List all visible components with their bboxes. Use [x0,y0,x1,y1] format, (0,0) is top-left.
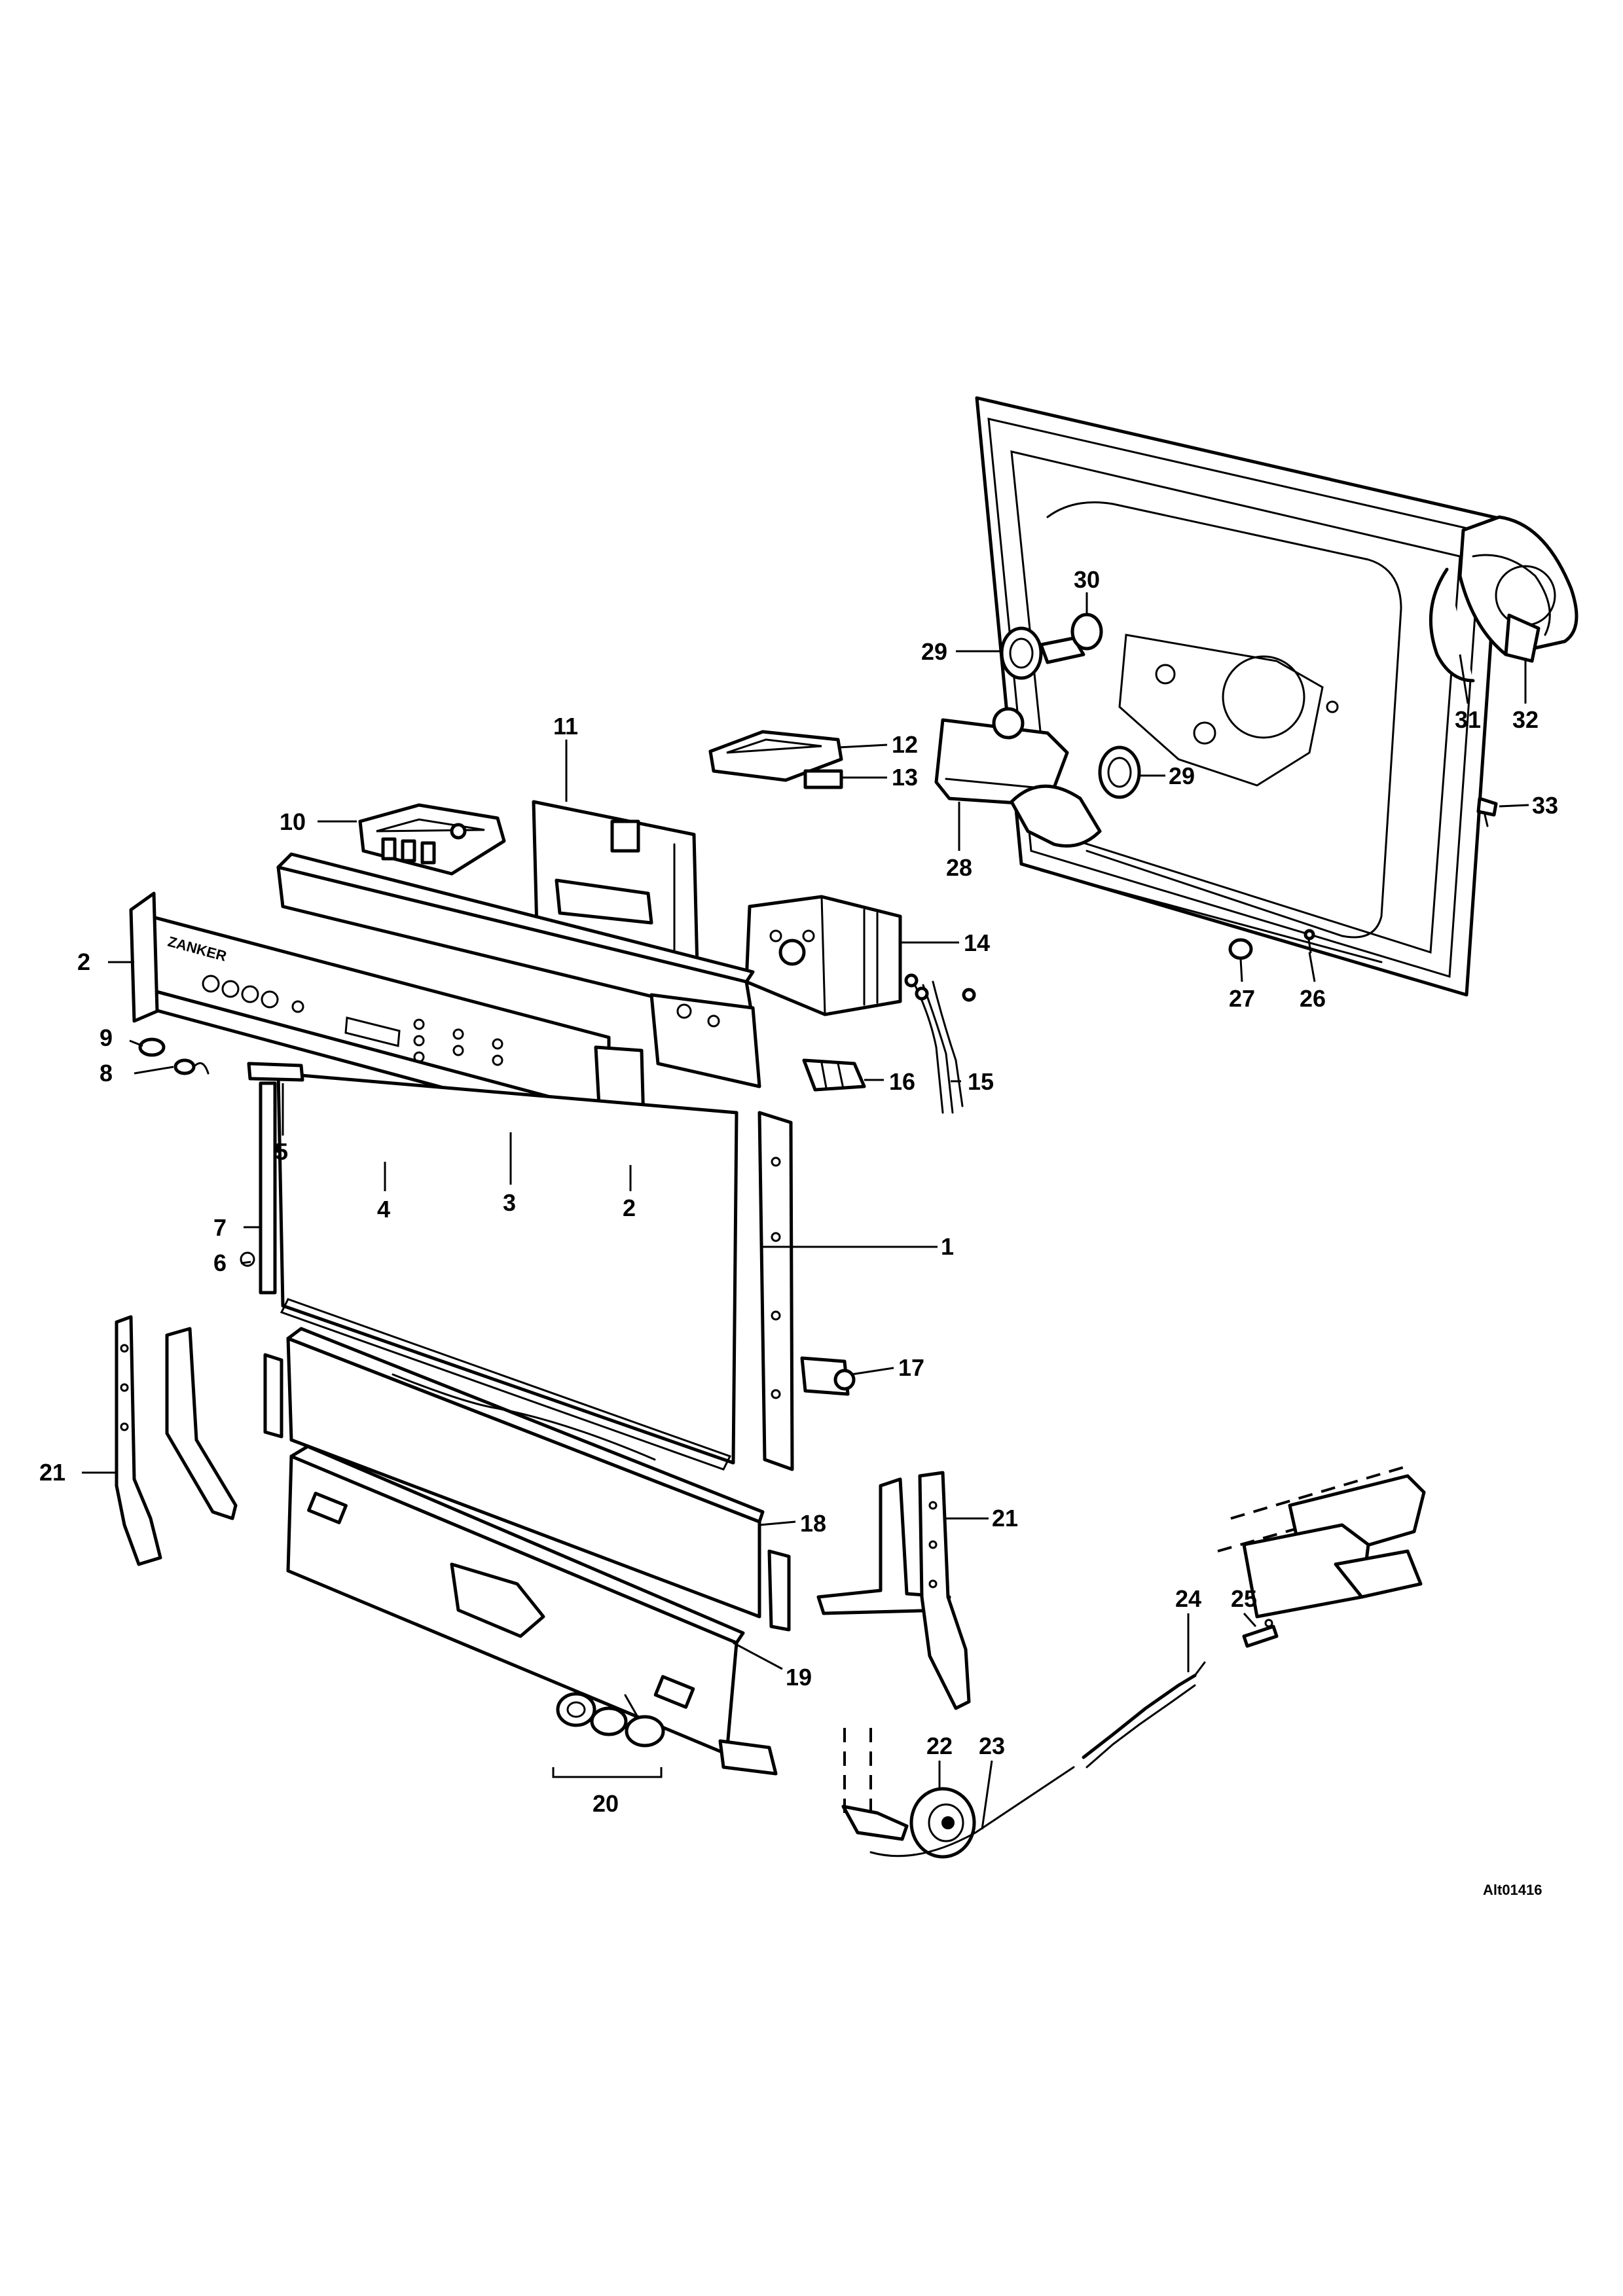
callout-3: 3 [503,1189,516,1216]
indicator-lamp [138,1037,210,1075]
inner-door-panel [975,396,1501,997]
screw-26-27 [1228,929,1315,960]
callout-29a: 29 [921,638,947,665]
callout-19: 19 [786,1664,812,1691]
callout-9: 9 [100,1024,113,1051]
callout-2b: 2 [623,1194,636,1221]
door-switch [708,730,843,789]
callout-11: 11 [553,713,578,740]
callout-27: 27 [1229,985,1255,1012]
rinse-aid-cap-assembly [1000,613,1141,799]
callout-14: 14 [964,929,990,956]
callout-15: 15 [968,1068,994,1095]
detergent-dispenser [934,707,1102,848]
wiring-harness [904,973,976,1114]
control-bracket [358,803,506,876]
callout-23: 23 [979,1732,1005,1759]
callout-21a: 21 [39,1459,65,1486]
leader-lines [82,592,1529,1830]
connector-block [802,1058,866,1092]
base-frame-context [1217,1465,1426,1619]
callout-29b: 29 [1169,762,1195,789]
callout-28: 28 [946,854,972,881]
programme-timer [744,895,902,1016]
callout-6: 6 [213,1249,227,1276]
callout-21b: 21 [992,1505,1018,1532]
callout-7: 7 [213,1214,227,1241]
hinge-arm-left [115,1315,238,1566]
door-latch-bracket [800,1356,856,1396]
screw-33 [1476,797,1498,827]
callout-17: 17 [898,1354,924,1381]
spring-hook [1242,1619,1279,1648]
control-panel-frame [276,852,761,1088]
callout-12: 12 [892,731,918,758]
callout-2a: 2 [77,948,90,975]
callout-4: 4 [377,1196,390,1223]
callout-24: 24 [1175,1585,1201,1612]
callout-10: 10 [280,808,306,835]
callout-5: 5 [275,1138,288,1165]
kick-panel [263,1327,791,1632]
callout-8: 8 [100,1060,113,1086]
pulley-wheel [841,1728,976,1859]
lower-mounting-panel [286,1444,778,1776]
callout-22: 22 [926,1732,953,1759]
callout-30: 30 [1074,566,1100,593]
callout-18: 18 [800,1510,826,1537]
callout-26: 26 [1300,985,1326,1012]
callout-labels: 1 2 2 3 4 5 6 7 8 9 10 11 12 13 14 15 16… [39,566,1558,1817]
door-hinge-cover [1429,515,1578,683]
callout-31: 31 [1455,706,1481,733]
callout-13: 13 [892,764,918,791]
callout-32: 32 [1512,706,1539,733]
callout-1: 1 [941,1233,954,1260]
door-spring-cable [869,1661,1206,1857]
callout-25: 25 [1231,1585,1257,1612]
hinge-arm-right [816,1471,971,1710]
side-trim-strip [240,1062,304,1295]
drawing-reference-code: Alt01416 [1483,1882,1542,1898]
callout-20: 20 [593,1790,619,1817]
outer-door-panel [276,1071,794,1471]
callout-16: 16 [889,1068,915,1095]
callout-33: 33 [1532,792,1558,819]
hinge-stop-set [552,1692,665,1778]
